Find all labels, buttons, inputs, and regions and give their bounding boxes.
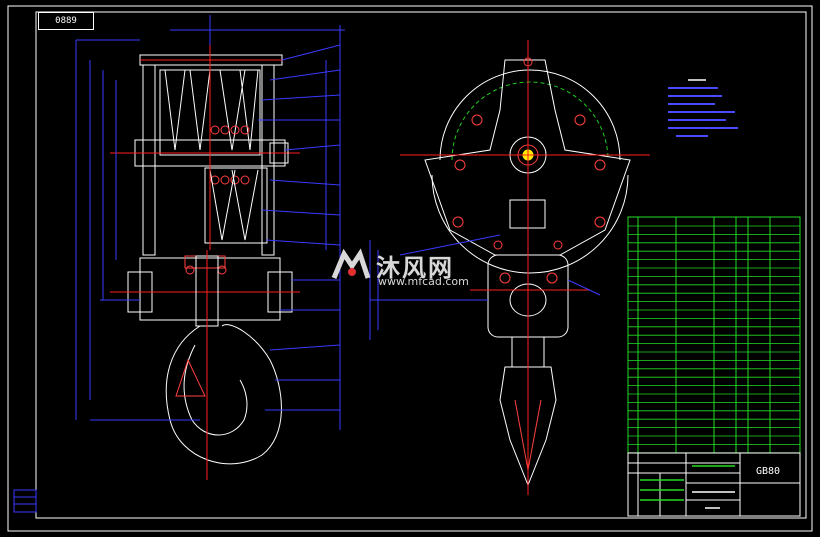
drawing-corner-label: 0889 bbox=[38, 12, 94, 30]
watermark-logo-icon bbox=[331, 248, 371, 279]
front-view bbox=[400, 40, 650, 495]
inner-frame bbox=[35, 11, 807, 519]
title-block bbox=[627, 452, 801, 517]
side-view-dimensions bbox=[75, 15, 345, 430]
outer-frame bbox=[7, 5, 813, 532]
title-block-fills bbox=[640, 465, 735, 509]
parts-list-rows bbox=[628, 225, 800, 454]
revision-box bbox=[13, 489, 37, 513]
front-view-dimensions bbox=[369, 234, 601, 340]
side-view bbox=[110, 20, 300, 480]
title-block-code: GB80 bbox=[755, 466, 781, 477]
site-watermark: 沐风网 www.mfcad.com bbox=[330, 246, 500, 290]
watermark-url: www.mfcad.com bbox=[378, 275, 469, 288]
watermark-title: 沐风网 bbox=[376, 254, 454, 282]
technical-notes bbox=[668, 79, 738, 137]
